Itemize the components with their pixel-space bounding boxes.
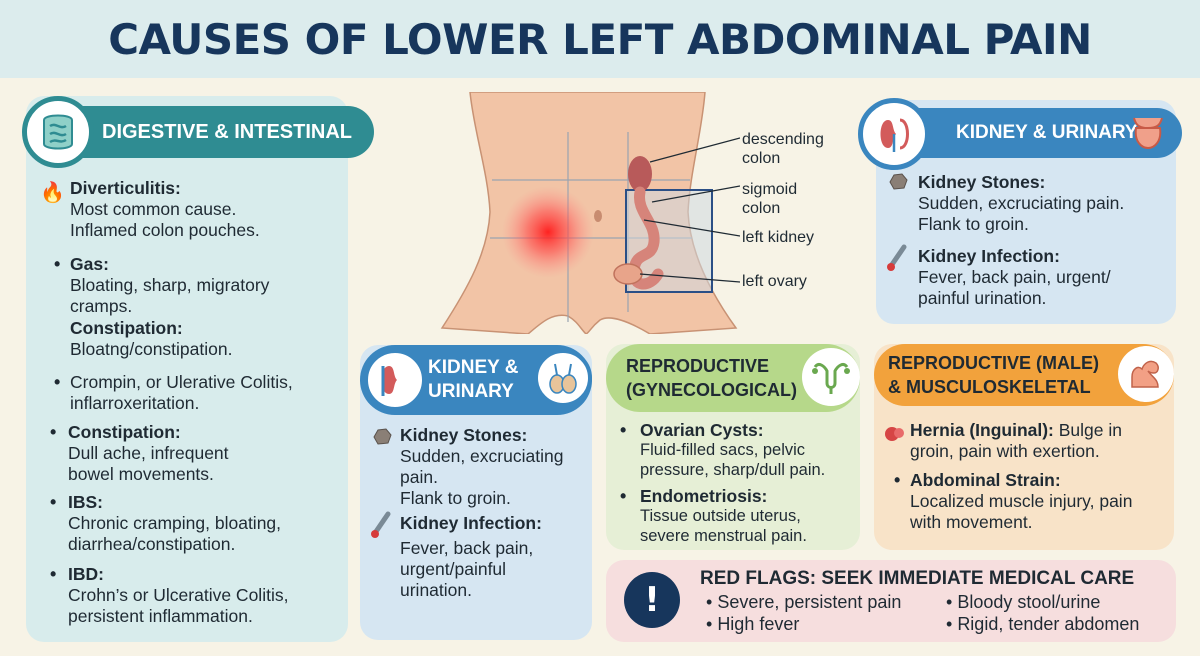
stone-icon <box>372 427 392 450</box>
digestive-heading: DIGESTIVE & INTESTINAL <box>102 120 353 143</box>
bullet: • <box>894 470 901 490</box>
item-ibs: IBS: Chronic cramping, bloating, diarrhe… <box>68 492 282 554</box>
redflag-item: • Bloody stool/urine <box>946 592 1101 612</box>
red-flags-card: ! RED FLAGS: SEEK IMMEDIATE MEDICAL CARE… <box>606 560 1176 642</box>
red-flags-heading: RED FLAGS: SEEK IMMEDIATE MEDICAL CARE <box>700 568 1135 589</box>
bullet: • <box>50 422 57 442</box>
digestive-card: DIGESTIVE & INTESTINAL 🔥 Diverticulitis:… <box>22 96 374 642</box>
item-kidney-stones: Kidney Stones: Sudden, excruciating pain… <box>400 425 564 508</box>
male-heading-1: REPRODUCTIVE (MALE) <box>888 353 1099 373</box>
item-hernia: Hernia (Inguinal): Bulge in groin, pain … <box>910 420 1122 461</box>
bullet: • <box>50 564 57 584</box>
kidney-icon <box>858 98 930 170</box>
flexed-arm-icon <box>1118 346 1174 402</box>
kidney-urinary-card-top: KIDNEY & URINARY Kidney Stones: Sudden, … <box>858 98 1182 324</box>
label-sigmoid-colon: sigmoid colon <box>742 181 798 217</box>
bullet: • <box>620 486 627 506</box>
fire-icon: 🔥 <box>40 182 65 204</box>
redflag-item: • High fever <box>706 614 800 634</box>
item-kidney-infection: Kidney Infection: Fever, back pain, urge… <box>918 246 1111 308</box>
male-reproductive-icon <box>534 349 592 407</box>
kidney-mid-heading-2: URINARY <box>428 381 514 402</box>
redflag-item: • Severe, persistent pain <box>706 592 902 612</box>
anatomy-illustration <box>440 91 741 335</box>
kidney-top-heading: KIDNEY & URINARY <box>956 122 1138 143</box>
bullet: • <box>54 254 61 274</box>
male-musculoskeletal-card: REPRODUCTIVE (MALE) & MUSCULOSKELETAL He… <box>874 344 1174 550</box>
item-endometriosis: Endometriosis: Tissue outside uterus, se… <box>640 486 807 545</box>
exclamation-icon: ! <box>624 572 680 628</box>
redflag-item: • Rigid, tender abdomen <box>946 614 1140 634</box>
item-constipation-1: Constipation: Bloatng/constipation. <box>70 318 233 359</box>
label-left-ovary: left ovary <box>742 273 807 290</box>
thermometer-icon <box>886 244 908 277</box>
item-constipation-2: Constipation: Dull ache, infrequent bowe… <box>68 422 229 484</box>
kidney-icon <box>364 349 426 411</box>
repro-heading-1: REPRODUCTIVE <box>626 356 770 376</box>
reproductive-card: REPRODUCTIVE (GYNECOLOGICAL) • Ovarian C… <box>606 344 860 550</box>
title-bar: CAUSES OF LOWER LEFT ABDOMINAL PAIN <box>0 0 1200 78</box>
item-kidney-stones: Kidney Stones: Sudden, excruciating pain… <box>918 172 1125 234</box>
item-ovarian-cysts: Ovarian Cysts: Fluid-filled sacs, pelvic… <box>640 420 826 479</box>
bladder-icon <box>1128 112 1168 157</box>
page-title: CAUSES OF LOWER LEFT ABDOMINAL PAIN <box>108 14 1092 64</box>
bullet: • <box>620 420 627 440</box>
item-colitis: Crompin, or Ulerative Colitis, inflarrox… <box>70 372 293 413</box>
hernia-icon <box>884 424 906 449</box>
kidney-urinary-card-mid: KIDNEY & URINARY Kidney Stones: Sudden, … <box>360 345 592 640</box>
thermometer-icon <box>370 511 392 544</box>
item-ibd: IBD: Crohn’s or Ulcerative Colitis, pers… <box>68 564 289 626</box>
label-left-kidney: left kidney <box>742 229 815 246</box>
item-gas: Gas: Bloating, sharp, migratory cramps. <box>70 254 270 316</box>
bullet: • <box>54 372 61 392</box>
label-descending-colon: descending colon <box>742 131 824 167</box>
kidney-mid-heading-1: KIDNEY & <box>428 357 519 378</box>
male-heading-2: & MUSCULOSKELETAL <box>888 377 1091 397</box>
bullet: • <box>50 492 57 512</box>
item-diverticulitis: Diverticulitis: Most common cause. Infla… <box>70 178 260 240</box>
item-kidney-infection: Kidney Infection: Fever, back pain, urge… <box>400 513 542 600</box>
intestines-icon <box>22 96 94 168</box>
uterus-icon <box>802 348 860 406</box>
item-abdominal-strain: Abdominal Strain: Localized muscle injur… <box>910 470 1133 532</box>
stone-icon <box>888 172 908 195</box>
repro-heading-2: (GYNECOLOGICAL) <box>626 380 797 400</box>
kidney-top-header: KIDNEY & URINARY <box>876 108 1182 158</box>
